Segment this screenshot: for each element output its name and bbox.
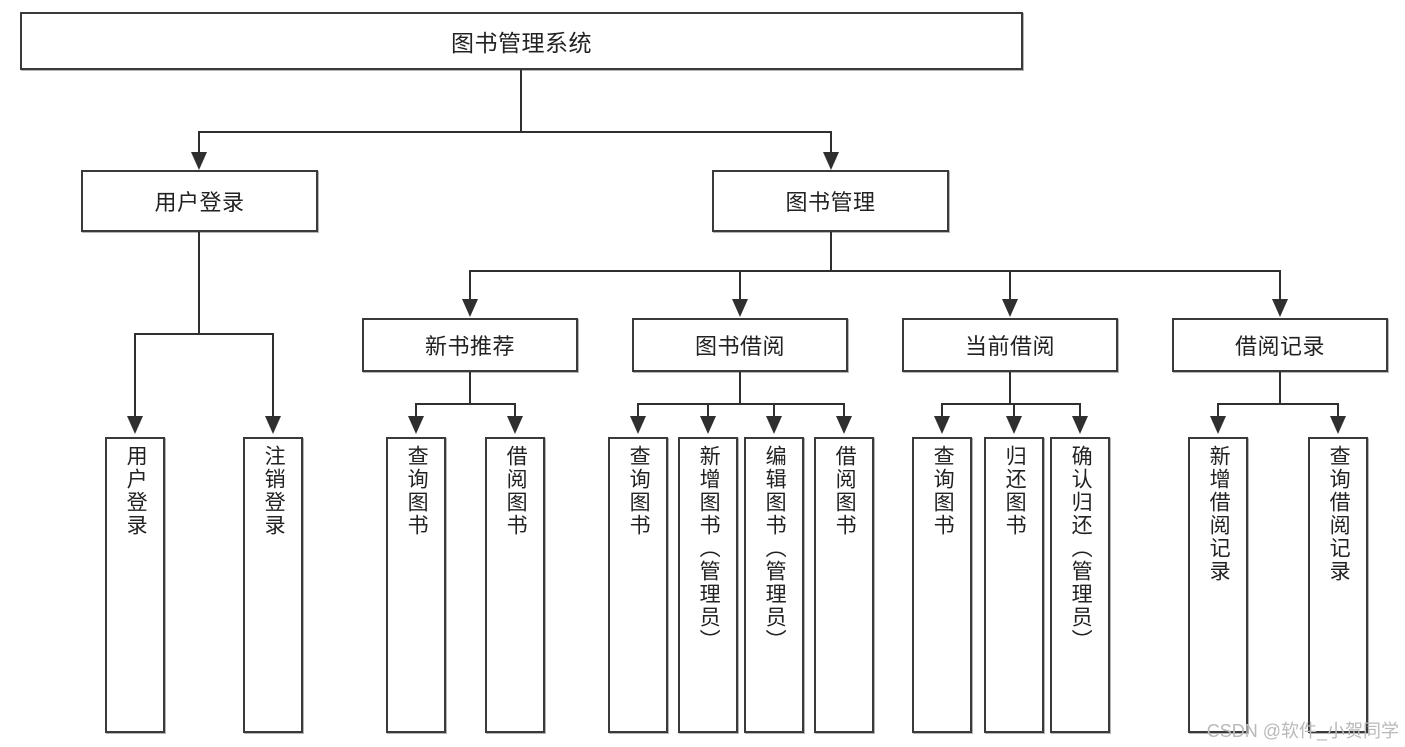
node-label: 借阅图书 [504, 445, 528, 537]
connector-book-borrow-to-leaf-2 [707, 403, 709, 418]
arrowhead-root-to-book-manage [823, 152, 839, 170]
arrowhead-book-borrow-to-leaf-4 [836, 416, 852, 434]
node-label: 新增图书（管理员） [697, 445, 721, 652]
node-label: 查询借阅记录 [1327, 445, 1351, 583]
arrowhead-book-borrow-to-leaf-3 [766, 416, 782, 434]
connector-book-borrow-bar [637, 403, 845, 405]
node-label: 新书推荐 [424, 334, 515, 359]
connector-borrow-record-bar [1217, 403, 1339, 405]
connector-book-manage-to-record [1279, 270, 1281, 300]
node-label: 新增借阅记录 [1207, 445, 1231, 583]
node-leaf-bb-borrow-book[interactable]: 借阅图书 [814, 437, 874, 733]
node-leaf-br-add-record[interactable]: 新增借阅记录 [1188, 437, 1248, 733]
connector-user-login-bar [134, 333, 273, 335]
connector-current-borrow-to-leaf-1 [941, 403, 943, 418]
node-leaf-logout[interactable]: 注销登录 [243, 437, 303, 733]
connector-user-login-stem [198, 232, 200, 334]
node-root-system[interactable]: 图书管理系统 [20, 12, 1023, 70]
connector-user-login-to-leaf-1 [134, 333, 136, 418]
connector-borrow-record-to-leaf-2 [1337, 403, 1339, 418]
arrowhead-root-to-user-login [191, 152, 207, 170]
node-borrow-record[interactable]: 借阅记录 [1172, 318, 1388, 372]
connector-borrow-record-stem [1279, 372, 1281, 404]
connector-root-to-book-manage [830, 131, 832, 155]
connector-recommend-to-leaf-1 [415, 403, 417, 418]
node-label: 查询图书 [627, 445, 651, 537]
connector-recommend-stem [469, 372, 471, 404]
arrowhead-book-manage-to-recommend [462, 299, 478, 317]
connector-book-manage-to-recommend [469, 270, 471, 300]
node-label: 用户登录 [124, 445, 148, 537]
node-label: 借阅记录 [1234, 334, 1325, 359]
node-label: 当前借阅 [964, 334, 1055, 359]
node-book-manage[interactable]: 图书管理 [712, 170, 949, 232]
arrowhead-book-borrow-to-leaf-2 [700, 416, 716, 434]
connector-root-to-user-login [198, 131, 200, 155]
arrowhead-borrow-record-to-leaf-2 [1330, 416, 1346, 434]
connector-current-borrow-bar [941, 403, 1080, 405]
arrowhead-user-login-to-leaf-1 [127, 416, 143, 434]
node-leaf-cb-query-book[interactable]: 查询图书 [912, 437, 972, 733]
connector-current-borrow-to-leaf-3 [1079, 403, 1081, 418]
arrowhead-current-borrow-to-leaf-1 [934, 416, 950, 434]
arrowhead-borrow-record-to-leaf-1 [1210, 416, 1226, 434]
node-book-borrow[interactable]: 图书借阅 [632, 318, 848, 372]
arrowhead-book-manage-to-record [1272, 299, 1288, 317]
connector-book-borrow-to-leaf-3 [773, 403, 775, 418]
connector-current-borrow-stem [1009, 372, 1011, 404]
connector-recommend-bar [415, 403, 515, 405]
node-label: 注销登录 [262, 445, 286, 537]
connector-current-borrow-to-leaf-2 [1013, 403, 1015, 418]
csdn-watermark: CSDN @软件_小贺同学 [1206, 721, 1399, 741]
node-label: 图书管理 [785, 190, 876, 215]
arrowhead-book-borrow-to-leaf-1 [630, 416, 646, 434]
node-label: 借阅图书 [833, 445, 857, 537]
connector-book-borrow-to-leaf-4 [843, 403, 845, 418]
node-label: 图书管理系统 [451, 30, 592, 56]
connector-book-manage-stem [830, 232, 832, 271]
node-new-book-recommend[interactable]: 新书推荐 [362, 318, 578, 372]
arrowhead-user-login-to-leaf-2 [265, 416, 281, 434]
node-label: 确认归还（管理员） [1069, 445, 1093, 652]
connector-user-login-to-leaf-2 [272, 333, 274, 418]
arrowhead-recommend-to-leaf-1 [408, 416, 424, 434]
node-leaf-bb-edit-book[interactable]: 编辑图书（管理员） [744, 437, 804, 733]
connector-book-manage-to-current [1009, 270, 1011, 300]
connector-book-borrow-stem [739, 372, 741, 404]
connector-recommend-to-leaf-2 [514, 403, 516, 418]
node-label: 用户登录 [154, 190, 245, 215]
node-leaf-br-query-record[interactable]: 查询借阅记录 [1308, 437, 1368, 733]
connector-root-bar [198, 131, 832, 133]
arrowhead-book-manage-to-borrow [732, 299, 748, 317]
arrowhead-recommend-to-leaf-2 [507, 416, 523, 434]
node-leaf-cb-confirm-return[interactable]: 确认归还（管理员） [1050, 437, 1110, 733]
node-leaf-user-login[interactable]: 用户登录 [105, 437, 165, 733]
node-user-login[interactable]: 用户登录 [81, 170, 318, 232]
node-label: 归还图书 [1003, 445, 1027, 537]
node-label: 图书借阅 [694, 334, 785, 359]
node-leaf-cb-return-book[interactable]: 归还图书 [984, 437, 1044, 733]
node-label: 查询图书 [931, 445, 955, 537]
arrowhead-book-manage-to-current [1002, 299, 1018, 317]
connector-book-manage-to-borrow [739, 270, 741, 300]
connector-borrow-record-to-leaf-1 [1217, 403, 1219, 418]
node-leaf-rec-query-book[interactable]: 查询图书 [386, 437, 446, 733]
node-current-borrow[interactable]: 当前借阅 [902, 318, 1118, 372]
node-label: 编辑图书（管理员） [763, 445, 787, 652]
connector-book-borrow-to-leaf-1 [637, 403, 639, 418]
node-leaf-rec-borrow-book[interactable]: 借阅图书 [485, 437, 545, 733]
node-leaf-bb-add-book[interactable]: 新增图书（管理员） [678, 437, 738, 733]
connector-root-stem [520, 70, 522, 132]
arrowhead-current-borrow-to-leaf-2 [1006, 416, 1022, 434]
connector-book-manage-bar [469, 270, 1281, 272]
node-label: 查询图书 [405, 445, 429, 537]
arrowhead-current-borrow-to-leaf-3 [1072, 416, 1088, 434]
node-leaf-bb-query-book[interactable]: 查询图书 [608, 437, 668, 733]
